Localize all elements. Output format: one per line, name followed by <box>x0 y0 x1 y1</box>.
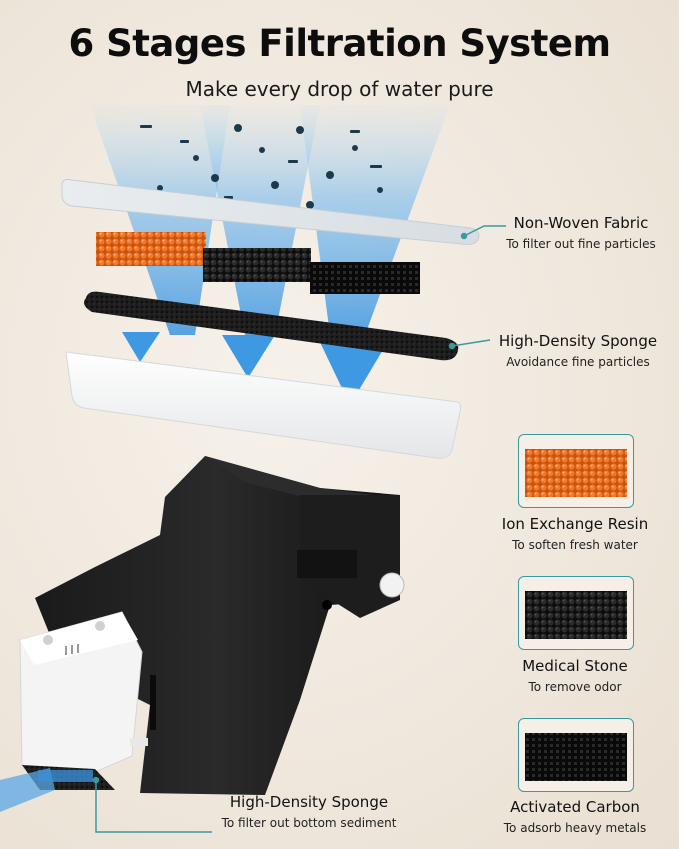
stone-cube-icon <box>525 591 627 639</box>
label-high-density-sponge-top: High-Density Sponge Avoidance fine parti… <box>488 332 668 369</box>
activated-carbon-swatch <box>518 718 634 792</box>
label-non-woven-fabric: Non-Woven Fabric To filter out fine part… <box>496 214 666 251</box>
bottom-sponge-leader-dot <box>92 776 100 784</box>
resin-cube-icon <box>525 449 627 497</box>
activated-carbon-block <box>310 262 420 294</box>
fabric-leader-line <box>463 225 506 237</box>
layer-name: High-Density Sponge <box>229 793 389 811</box>
layer-desc: To filter out bottom sediment <box>221 816 397 830</box>
layer-desc: To soften fresh water <box>512 538 638 552</box>
layer-name: Ion Exchange Resin <box>501 515 649 533</box>
medical-stone-swatch <box>518 576 634 650</box>
label-ion-exchange-resin: Ion Exchange Resin To soften fresh water <box>490 515 660 552</box>
non-woven-fabric-layer <box>61 179 480 245</box>
layer-name: Activated Carbon <box>510 798 640 816</box>
ion-exchange-resin-block <box>96 232 206 266</box>
carbon-cube-icon <box>525 733 627 781</box>
layer-desc: To remove odor <box>528 680 622 694</box>
label-medical-stone: Medical Stone To remove odor <box>490 657 660 694</box>
layer-name: High-Density Sponge <box>498 332 658 350</box>
layer-name: Non-Woven Fabric <box>513 214 649 232</box>
particles-icon <box>140 124 383 209</box>
layer-desc: Avoidance fine particles <box>506 355 650 369</box>
medical-stone-block <box>203 248 311 282</box>
bottom-sponge-leader-line <box>95 780 212 833</box>
page-subtitle: Make every drop of water pure <box>185 77 494 101</box>
fabric-leader-dot <box>460 232 468 240</box>
page-title: 6 Stages Filtration System <box>68 22 611 65</box>
filter-cartridge-icon <box>0 456 405 812</box>
label-activated-carbon: Activated Carbon To adsorb heavy metals <box>490 798 660 835</box>
layer-name: Medical Stone <box>522 657 628 675</box>
sponge-leader-dot <box>448 342 456 350</box>
high-density-sponge-layer <box>84 291 459 361</box>
filter-tray <box>65 351 462 459</box>
ion-exchange-resin-swatch <box>518 434 634 508</box>
label-high-density-sponge-bottom: High-Density Sponge To filter out bottom… <box>214 793 404 830</box>
sponge-leader-line <box>451 339 491 347</box>
layer-desc: To filter out fine particles <box>506 237 656 251</box>
layer-desc: To adsorb heavy metals <box>503 821 647 835</box>
